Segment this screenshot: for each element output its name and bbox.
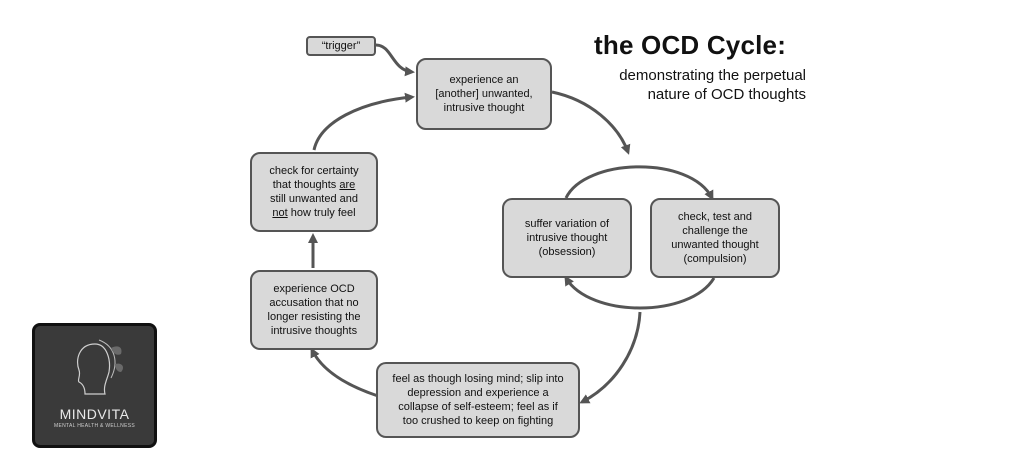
accusation-line-2: accusation that no — [269, 297, 359, 309]
certainty-underlined-not: not — [272, 207, 288, 219]
subtitle-line-2: nature of OCD thoughts — [647, 86, 806, 103]
arrow-certainty-to-experience — [312, 92, 415, 151]
check-line-3: unwanted thought — [671, 239, 759, 251]
diagram-subtitle: demonstrating the perpetual nature of OC… — [619, 66, 806, 104]
head-leaf-icon — [76, 339, 123, 395]
node-experience-intrusive-thought: experience an [another] unwanted, intrus… — [416, 58, 552, 130]
losing-mind-line-1: feel as though losing mind; slip into — [392, 373, 564, 385]
arrow-experience-to-check — [551, 90, 631, 155]
certainty-underlined-are: are — [339, 179, 356, 191]
certainty-line-4: not how truly feel — [269, 206, 358, 220]
check-line-1: check, test and — [678, 211, 752, 223]
losing-mind-line-3: collapse of self-esteem; feel as if — [398, 401, 558, 413]
arrow-check-to-losing-mind — [579, 311, 642, 404]
node-check-test-challenge: check, test and challenge the unwanted t… — [650, 198, 780, 278]
accusation-line-3: longer resisting the — [267, 311, 361, 323]
trigger-label: “trigger” — [306, 36, 376, 56]
mindvita-logo: MINDVITA MENTAL HEALTH & WELLNESS — [32, 323, 157, 448]
diagram-title: the OCD Cycle: — [594, 30, 787, 60]
check-line-4: (compulsion) — [683, 253, 747, 265]
experience-line-1: experience an — [449, 74, 519, 86]
suffer-line-2: intrusive thought — [526, 232, 608, 244]
experience-line-2: [another] unwanted, — [435, 88, 533, 100]
arrow-check-to-suffer — [564, 275, 716, 310]
losing-mind-line-2: depression and experience a — [407, 387, 549, 399]
arrow-losing-mind-to-accusation — [310, 347, 379, 398]
logo-tagline: MENTAL HEALTH & WELLNESS — [53, 423, 135, 429]
accusation-line-4: intrusive thoughts — [270, 325, 358, 337]
node-ocd-accusation: experience OCD accusation that no longer… — [250, 270, 378, 350]
subtitle-line-1: demonstrating the perpetual — [619, 67, 806, 84]
accusation-line-1: experience OCD — [273, 283, 355, 295]
node-suffer-variation: suffer variation of intrusive thought (o… — [502, 198, 632, 278]
arrow-trigger-to-experience — [375, 43, 415, 77]
certainty-line-2-text: that thoughts — [272, 179, 340, 191]
suffer-line-3: (obsession) — [538, 246, 596, 258]
certainty-line-1: check for certainty — [269, 165, 359, 177]
logo-wordmark: MINDVITA — [59, 406, 130, 422]
certainty-line-4-text: how truly feel — [287, 207, 356, 219]
arrow-suffer-to-check — [564, 165, 714, 201]
check-line-2: challenge the — [682, 225, 748, 237]
trigger-text: “trigger” — [321, 40, 361, 52]
node-check-for-certainty: check for certainty that thoughts are st… — [250, 152, 378, 232]
node-losing-mind: feel as though losing mind; slip into de… — [376, 362, 580, 438]
certainty-line-3: still unwanted and — [269, 193, 359, 205]
suffer-line-1: suffer variation of — [524, 218, 610, 230]
losing-mind-line-4: too crushed to keep on fighting — [402, 415, 554, 427]
experience-line-3: intrusive thought — [443, 102, 525, 114]
certainty-line-2: that thoughts are — [269, 178, 358, 192]
